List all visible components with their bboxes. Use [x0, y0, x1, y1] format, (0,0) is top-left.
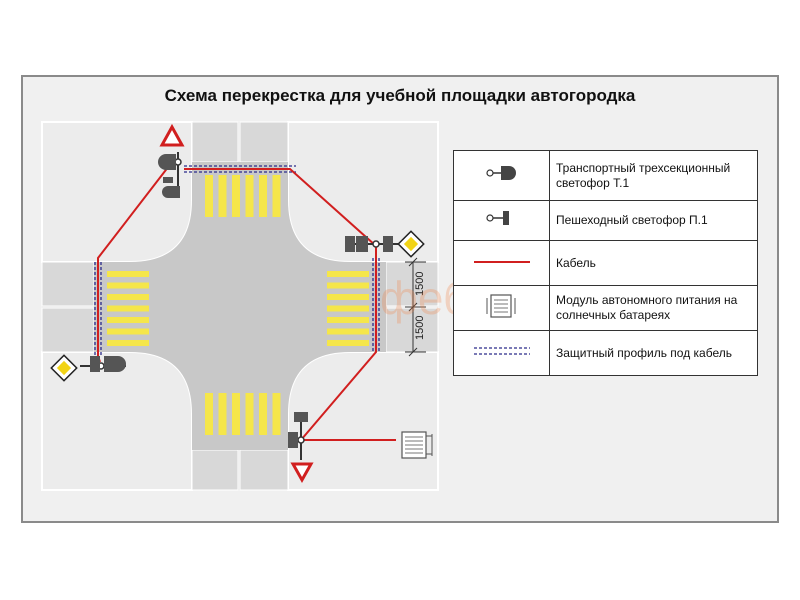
legend-row: Пешеходный светофор П.1 [453, 200, 758, 241]
legend-label: Пешеходный светофор П.1 [549, 200, 758, 241]
legend-symbol [453, 150, 550, 201]
dimension-lines [405, 257, 426, 357]
crosswalk-stripe [245, 175, 254, 217]
crosswalk-stripe [327, 282, 369, 289]
crosswalk-stripe [205, 393, 213, 435]
solar-battery-module-icon [401, 431, 433, 459]
pedestrian-traffic-light-icon [485, 211, 509, 225]
pedestrian-traffic-light-icon [162, 186, 180, 198]
pavement-patch [385, 307, 439, 353]
legend-label: Кабель [549, 240, 758, 286]
cable-line-icon [473, 261, 530, 263]
traffic-light-three-section-icon [356, 236, 368, 252]
main-road-sign-icon [397, 230, 425, 258]
yield-sign-icon [159, 123, 185, 147]
sidewalk-se [287, 351, 439, 491]
traffic-light-north [158, 123, 185, 198]
yield-sign-icon [290, 462, 314, 484]
cable-line [184, 168, 396, 441]
crosswalk-south [205, 393, 281, 435]
crosswalk-stripe [107, 305, 149, 312]
legend-symbol [453, 240, 550, 286]
traffic-light-east [345, 230, 425, 258]
pedestrian-traffic-light-icon [294, 412, 308, 422]
legend-row: Защитный профиль под кабель [453, 330, 758, 376]
legend-label: Модуль автономного питания на солнечных … [549, 285, 758, 331]
pavement-patch [191, 121, 239, 163]
legend-row: Транспортный трехсекционный светофор Т.1 [453, 150, 758, 201]
crosswalk-stripe [107, 271, 149, 277]
crosswalk-stripe [272, 393, 281, 435]
main-road-sign-icon [50, 354, 78, 382]
crosswalk-stripe [218, 393, 227, 435]
cable-protective-profile [94, 165, 380, 356]
legend-row: Модуль автономного питания на солнечных … [453, 285, 758, 331]
road-intersection [94, 162, 386, 450]
crosswalk-stripe [205, 175, 213, 217]
traffic-light-three-section-icon [158, 154, 176, 170]
pedestrian-traffic-light-icon [383, 236, 393, 252]
crosswalk-north [205, 175, 281, 217]
crosswalk-west [107, 271, 149, 346]
pedestrian-traffic-light-icon [90, 356, 100, 372]
crosswalk-stripe [107, 282, 149, 289]
legend-label: Транспортный трехсекционный светофор Т.1 [549, 150, 758, 201]
legend-symbol [453, 200, 550, 241]
crosswalk-stripe [327, 294, 369, 300]
dimension-label-upper: 1500 [414, 272, 426, 296]
legend-symbol [453, 285, 550, 331]
solar-battery-module-icon [486, 293, 515, 318]
diagram-title: Схема перекрестка для учебной площадки а… [164, 86, 636, 105]
traffic-light-west [50, 354, 126, 382]
pavement-patch [191, 449, 239, 491]
crosswalk-stripe [245, 393, 254, 435]
pavement-patch [41, 261, 95, 307]
crosswalk-stripe [327, 328, 369, 335]
traffic-light-three-section-icon [485, 166, 516, 180]
crosswalk-stripe [107, 294, 149, 300]
legend-symbol [453, 330, 550, 376]
crosswalk-stripe [107, 328, 149, 335]
crosswalk-stripe [327, 317, 369, 323]
crosswalk-stripe [232, 175, 240, 217]
crosswalk-stripe [272, 175, 281, 217]
crosswalk-stripe [218, 175, 227, 217]
legend-label: Защитный профиль под кабель [549, 330, 758, 376]
crosswalk-stripe [327, 271, 369, 277]
crosswalk-stripe [107, 317, 149, 323]
dimension-label-lower: 1500 [414, 316, 426, 340]
traffic-light-south [288, 412, 314, 484]
traffic-light-three-section-icon [288, 432, 298, 448]
crosswalk-stripe [232, 393, 240, 435]
crosswalk-stripe [259, 175, 267, 217]
pavement-patch [239, 449, 289, 491]
legend-table: Транспортный трехсекционный светофор Т.1… [453, 150, 758, 376]
crosswalk-stripe [327, 305, 369, 312]
pavement-patch [239, 121, 289, 163]
crosswalk-east [327, 271, 369, 346]
legend-row: Кабель [453, 240, 758, 286]
crosswalk-stripe [327, 340, 369, 346]
pavement-patch [41, 307, 95, 353]
crosswalk-stripe [107, 340, 149, 346]
traffic-light-three-section-icon [118, 356, 126, 372]
crosswalk-stripe [259, 393, 267, 435]
cable-protective-profile-icon [473, 347, 530, 355]
